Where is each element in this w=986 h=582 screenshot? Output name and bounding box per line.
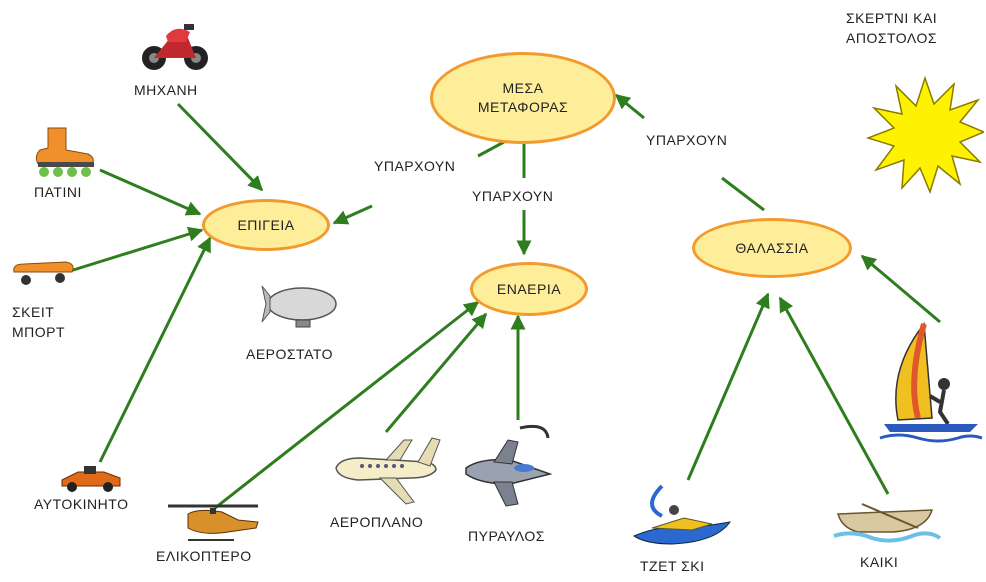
authors-text: ΣΚΕΡΤΝΙ ΚΑΙ ΑΠΟΣΤΟΛΟΣ	[846, 10, 938, 46]
arrow-car-epigeia	[98, 236, 212, 463]
link-label-right: ΥΠΑΡΧΟΥΝ	[646, 132, 728, 148]
arrow-helicopter-enaeria	[214, 300, 480, 510]
jet-ski-icon	[632, 484, 732, 545]
motorcycle-icon	[142, 24, 208, 70]
arrow-link-left-epigeia	[332, 204, 373, 225]
label-elikoptero: ΕΛΙΚΟΠΤΕΡΟ	[156, 548, 252, 564]
sun-icon	[866, 76, 984, 194]
arrow-patini-epigeia	[99, 168, 202, 216]
roller-skate-icon	[35, 127, 94, 177]
node-epigeia: ΕΠΙΓΕΙΑ	[202, 199, 330, 251]
line-mesa-left	[477, 140, 505, 158]
label-pyravlos: ΠΥΡΑΥΛΟΣ	[468, 528, 545, 544]
blimp-icon	[261, 285, 337, 328]
label-mixani: ΜΗΧΑΝΗ	[134, 82, 198, 98]
arrow-airplane-enaeria	[384, 312, 488, 433]
label-aftokinito: ΑΥΤΟΚΙΝΗΤΟ	[34, 496, 129, 512]
line-thalassia-right	[721, 176, 765, 212]
race-car-icon	[61, 466, 121, 492]
airplane-icon	[335, 437, 441, 505]
arrow-skateboard-epigeia	[69, 226, 204, 273]
rocket-jet-icon	[465, 424, 553, 507]
helicopter-icon	[168, 504, 259, 541]
arrow-windsurf-thalassia	[860, 254, 941, 324]
skateboard-icon	[13, 261, 74, 285]
link-label-left: ΥΠΑΡΧΟΥΝ	[374, 158, 456, 174]
node-mesa-metaforas: ΜΕΣΑ ΜΕΤΑΦΟΡΑΣ	[430, 52, 616, 144]
node-enaeria: ΕΝΑΕΡΙΑ	[470, 262, 588, 316]
label-skeit-mport: ΣΚΕΙΤ ΜΠΟΡΤ	[12, 304, 66, 340]
arrow-right-mesa	[614, 93, 645, 120]
rowboat-icon	[833, 503, 942, 543]
label-patini: ΠΑΤΙΝΙ	[34, 184, 82, 200]
node-thalassia: ΘΑΛΑΣΣΙΑ	[692, 218, 852, 278]
label-tzet-ski: ΤΖΕΤ ΣΚΙ	[640, 558, 705, 574]
windsurfer-icon	[879, 322, 983, 443]
arrow-mixani-epigeia	[176, 102, 264, 192]
label-aerostato: ΑΕΡΟΣΤΑΤΟ	[246, 346, 334, 362]
label-aeroplano: ΑΕΡΟΠΛΑΝΟ	[330, 514, 424, 530]
arrow-kaiki-thalassia	[778, 296, 890, 495]
link-label-middle: ΥΠΑΡΧΟΥΝ	[472, 188, 554, 204]
label-kaiki: ΚΑΙΚΙ	[860, 554, 899, 570]
arrow-jetski-thalassia	[686, 292, 770, 481]
